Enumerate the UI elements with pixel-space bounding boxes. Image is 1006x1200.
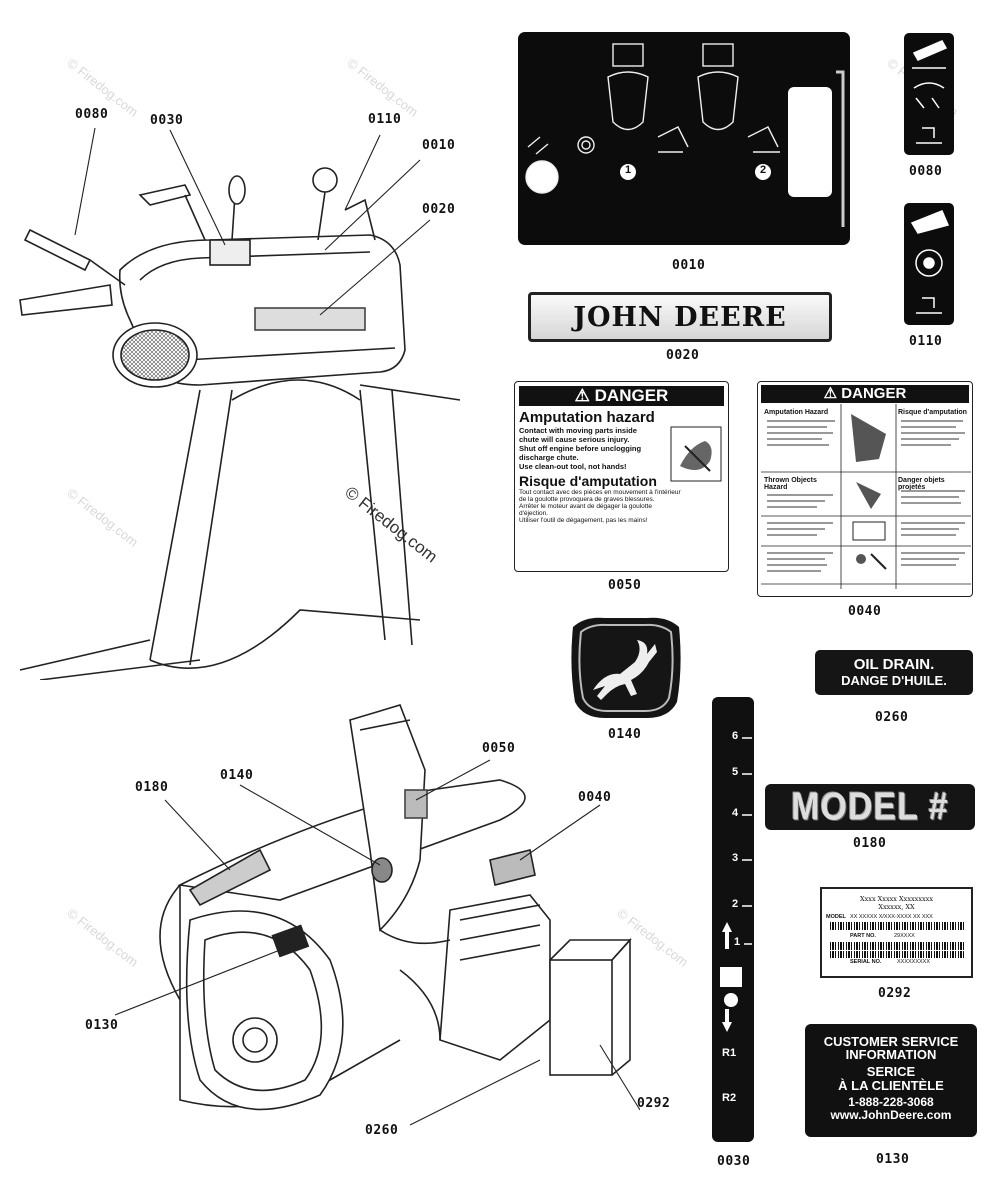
decal-0110-art: [910, 210, 950, 314]
decal-0040-r1-right: Risque d'amputation: [898, 409, 967, 416]
decal-0292-part-value: 29XXXX: [894, 933, 915, 939]
decal-0050-line1: Contact with moving parts inside: [519, 426, 637, 435]
control-panel-drawing: [19, 127, 461, 680]
label-0292: 0292: [878, 986, 912, 1001]
decal-0040-r2-left: Thrown Objects Hazard: [764, 477, 817, 491]
decal-0010-step1: 1: [625, 164, 632, 176]
decal-0130-l3: SERICE: [866, 1064, 916, 1079]
callout-0050: 0050: [482, 741, 516, 756]
decal-0292-serial: Xxxx Xxxxx Xxxxxxxxx Xxxxxx, XX MODEL XX…: [820, 887, 973, 978]
callout-0110: 0110: [368, 112, 402, 127]
decal-0050-header: ⚠ DANGER: [519, 386, 724, 406]
decal-0130-customer-service: CUSTOMER SERVICE INFORMATION SERICE À LA…: [805, 1024, 977, 1137]
decal-0040-r2-right: Danger objets projetés: [898, 477, 945, 491]
callout-0140: 0140: [220, 768, 254, 783]
decal-0050-header-text: DANGER: [594, 386, 669, 405]
decal-0130-l1: CUSTOMER SERVICE: [823, 1034, 959, 1049]
decal-0020-john-deere: JOHN DEERE: [528, 292, 832, 342]
decal-0010-step2: 2: [760, 164, 767, 176]
decal-0050-danger: ⚠ DANGER Amputation hazard Contact with …: [514, 381, 729, 572]
callout-0020: 0020: [422, 202, 456, 217]
decal-0050-line2: chute will cause serious injury.: [519, 435, 630, 444]
decal-0292-line2: Xxxxxx, XX: [878, 903, 915, 911]
label-0030: 0030: [717, 1154, 751, 1169]
decal-0292-part-label: PART NO.: [850, 933, 876, 939]
label-0010: 0010: [672, 258, 706, 273]
arrow-up-icon: [722, 922, 732, 949]
barcode-serial: [830, 951, 965, 958]
barcode-part: [830, 942, 965, 950]
speed-mark-1: 1: [734, 936, 741, 948]
speed-mark-5: 5: [732, 766, 739, 778]
label-0180: 0180: [853, 836, 887, 851]
decal-0040-grid: [761, 404, 971, 589]
label-0260: 0260: [875, 710, 909, 725]
warning-icon: ⚠: [823, 385, 842, 402]
label-0020: 0020: [666, 348, 700, 363]
decal-0140-deer-logo: [571, 617, 681, 718]
decal-0260-oil-drain: OIL DRAIN. DANGE D'HUILE.: [815, 650, 973, 695]
hand-hazard-icon: [670, 426, 722, 482]
decal-0080-art: [912, 40, 948, 144]
decal-0050-fr2: de la goulotte provoquera de graves bles…: [519, 496, 655, 503]
decal-0050-fr4: d'éjection.: [519, 510, 549, 517]
decal-0110: [904, 203, 954, 325]
label-0130: 0130: [876, 1152, 910, 1167]
decal-0050-fr1: Tout contact avec des pièces en mouvemen…: [519, 489, 681, 496]
callout-0010: 0010: [422, 138, 456, 153]
arrow-down-icon: [722, 1009, 732, 1032]
decal-0050-bullet1a: Shut off engine before unclogging: [519, 444, 642, 453]
decal-0050-fr5: Utiliser l'outil de dégagement, pas les …: [519, 517, 648, 524]
decal-0040-header: ⚠ DANGER: [761, 385, 969, 403]
decal-0050-bullet1b: discharge chute.: [519, 453, 579, 462]
auger-housing-drawing: [114, 704, 640, 1126]
speed-mark-6: 6: [732, 730, 739, 742]
label-0140: 0140: [608, 727, 642, 742]
speed-mark-2: 2: [732, 898, 739, 910]
decal-0292-serial-label: SERIAL NO.: [850, 959, 882, 965]
decal-0130-l5: 1-888-228-3068: [848, 1095, 934, 1109]
callout-0292: 0292: [637, 1096, 671, 1111]
decal-0130-l4: À LA CLIENTÈLE: [838, 1078, 944, 1093]
speed-mark-r1: R1: [722, 1047, 737, 1059]
strip-ticks: [720, 737, 752, 1032]
decal-0180-model: MODEL #: [765, 784, 975, 830]
decal-0292-model-value: XX XXXXX X/XXX-XXXX XX XXX: [850, 914, 933, 920]
callout-0130: 0130: [85, 1018, 119, 1033]
speed-mark-3: 3: [732, 852, 739, 864]
decal-0260-line1: OIL DRAIN.: [853, 656, 935, 673]
deer-icon: [593, 640, 657, 700]
callout-0180: 0180: [135, 780, 169, 795]
label-0050: 0050: [608, 578, 642, 593]
decal-0050-fr3: Arrêter le moteur avant de dégager la go…: [519, 503, 652, 510]
decal-0040-header-text: DANGER: [841, 385, 907, 402]
speed-mark-r2: R2: [722, 1092, 737, 1104]
decal-0130-l2: INFORMATION: [845, 1047, 937, 1062]
decal-0040-r1-left: Amputation Hazard: [764, 409, 829, 416]
decal-0292-line1: Xxxx Xxxxx Xxxxxxxxx: [859, 895, 933, 903]
speed-mark-4: 4: [732, 807, 739, 819]
decal-0010: 1 2: [518, 32, 850, 245]
decal-0050-title-en: Amputation hazard: [519, 409, 655, 426]
warning-icon: ⚠: [574, 386, 595, 405]
decal-0130-l6: www.JohnDeere.com: [830, 1108, 952, 1122]
callout-0040: 0040: [578, 790, 612, 805]
decal-0080: [904, 33, 954, 155]
decal-0050-title-fr: Risque d'amputation: [519, 473, 657, 489]
callout-0030: 0030: [150, 113, 184, 128]
decal-0030-speed-strip: 6 5 4 3 2 1 R1 R2: [712, 697, 754, 1142]
callout-0080: 0080: [75, 107, 109, 122]
callout-0260: 0260: [365, 1123, 399, 1138]
label-0040: 0040: [848, 604, 882, 619]
decal-0180-text: MODEL #: [791, 784, 949, 829]
label-0080: 0080: [909, 164, 943, 179]
decal-0292-model-label: MODEL: [826, 914, 846, 920]
decal-0260-line2: DANGE D'HUILE.: [841, 673, 947, 688]
decal-0050-bullet2: Use clean-out tool, not hands!: [519, 462, 627, 471]
decal-0292-serial-value: XXXXXXXXX: [897, 959, 931, 965]
label-0110: 0110: [909, 334, 943, 349]
decal-0010-art: [525, 43, 845, 227]
decal-0040-danger: ⚠ DANGER Amputation Hazard Risque d'ampu…: [757, 381, 973, 597]
barcode-model: [830, 922, 965, 930]
